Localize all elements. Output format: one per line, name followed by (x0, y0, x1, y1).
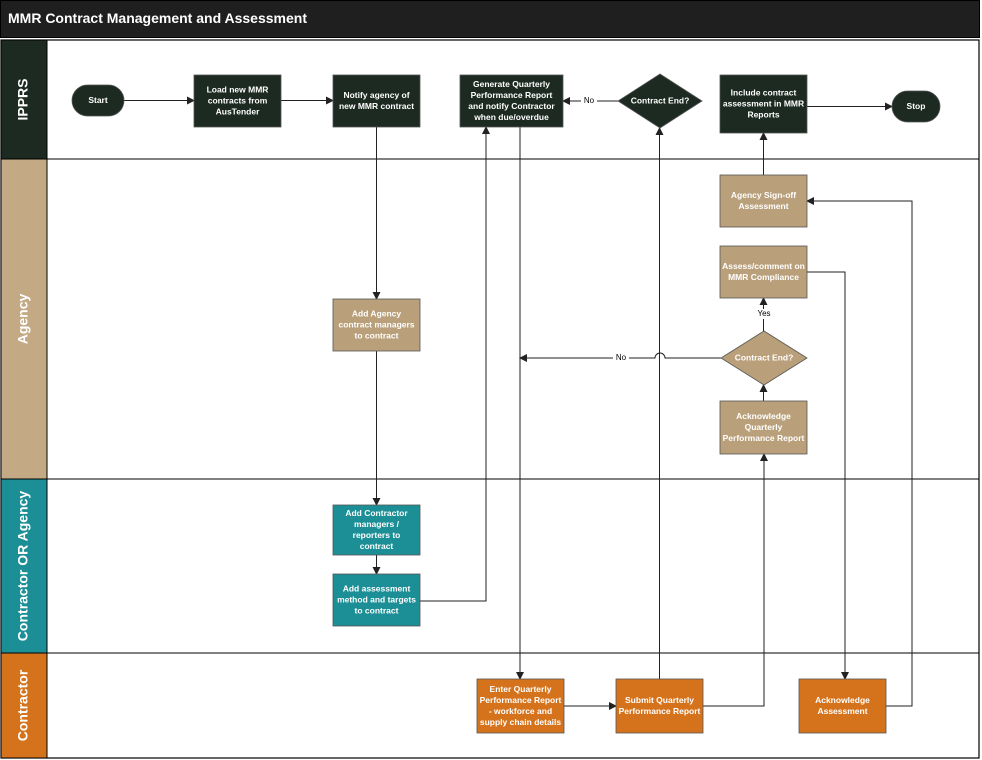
node-shape (476, 678, 565, 734)
node-label-line: Agency Sign-off (731, 190, 796, 200)
node-label-line: method and targets (337, 594, 416, 604)
node-stop[interactable]: Stop (891, 90, 941, 123)
node-shape (332, 573, 421, 627)
node-label-line: Include contract (731, 87, 797, 97)
terminal-shape (71, 84, 125, 117)
node-label-line: Assessment (817, 706, 867, 716)
node-label-line: Quarterly (745, 422, 783, 432)
node-label-line: Add Contractor (345, 508, 408, 518)
node-start[interactable]: Start (71, 84, 125, 117)
node-shape (798, 678, 887, 734)
node-shape (719, 400, 808, 455)
node-label-line: Notify agency of (343, 90, 409, 100)
node-label-line: to contract (355, 605, 399, 615)
node-label-line: Performance Report (723, 433, 805, 443)
lane-header-agency (0, 158, 48, 480)
node-label-line: assessment in MMR (723, 98, 804, 108)
node-label-line: when due/overdue (473, 112, 549, 122)
node-label-line: Performance Report (471, 90, 553, 100)
node-label-line: reporters to (353, 530, 401, 540)
node-shape (332, 298, 421, 352)
lane-header-contractor (0, 652, 48, 759)
node-contract-end-ipprs[interactable]: Contract End? (617, 73, 703, 129)
node-contract-end-agency[interactable]: Contract End? (720, 330, 808, 386)
lane-label-contractor: Contractor (15, 669, 31, 741)
pool-border (0, 39, 980, 759)
edge-label-bg (581, 96, 597, 106)
node-label-line: and notify Contractor (468, 101, 555, 111)
edge-label-no-top: No (584, 96, 595, 105)
edge-assessment-to-generate (420, 126, 490, 602)
node-label-line: Load new MMR (207, 84, 269, 94)
node-label-line: Generate Quarterly (473, 79, 550, 89)
node-label-line: contracts from (208, 95, 268, 105)
node-label-line: AusTender (216, 106, 260, 116)
edge-label-bg (756, 309, 772, 319)
lane-header-contractor_or_agency (0, 478, 48, 654)
node-label-line: Assess/comment on (722, 261, 805, 271)
node-label-line: contract managers (338, 319, 414, 329)
node-label-line: supply chain details (480, 717, 562, 727)
node-label-line: Start (88, 95, 108, 105)
node-label-line: Acknowledge (815, 695, 870, 705)
node-label-line: contract (360, 541, 394, 551)
lane-label-agency: Agency (15, 294, 31, 345)
node-label-line: managers / (354, 519, 400, 529)
lane-label-contractor_or_agency: Contractor OR Agency (15, 491, 31, 642)
lane-label-ipprs: IPPRS (15, 78, 31, 120)
node-shape (332, 74, 421, 128)
node-shape (459, 74, 564, 128)
node-label-line: Submit Quarterly (625, 695, 694, 705)
node-label-line: Performance Report (480, 695, 562, 705)
edge-label-bg (613, 353, 629, 363)
node-label-line: Contract End? (735, 352, 794, 362)
node-label-line: Enter Quarterly (490, 684, 552, 694)
node-label-line: MMR Compliance (728, 272, 799, 282)
node-label-line: Performance Report (619, 706, 701, 716)
node-shape (719, 74, 808, 134)
node-label-line: Contract End? (631, 95, 690, 105)
edge-submit-to-acknowledge-report (703, 453, 768, 707)
decision-shape (720, 330, 808, 386)
node-shape (719, 245, 808, 299)
edge-contractor-ack-to-signoff (806, 197, 913, 707)
node-label-line: new MMR contract (339, 101, 414, 111)
node-shape (193, 74, 282, 128)
edge-decision-no-to-generate-line (519, 352, 721, 362)
node-label-line: Add assessment (343, 583, 411, 593)
title-bar: MMR Contract Management and Assessment (0, 0, 980, 38)
edge-assess-to-contractor-ack (807, 271, 849, 680)
edge-label-yes: Yes (757, 309, 770, 318)
node-label-line: Add Agency (352, 308, 402, 318)
node-label-line: Acknowledge (736, 411, 791, 421)
node-shape (615, 678, 704, 734)
node-shape (332, 504, 421, 556)
node-shape (719, 174, 808, 228)
node-label-line: to contract (355, 330, 399, 340)
decision-shape (617, 73, 703, 129)
node-label-line: - workforce and (489, 706, 552, 716)
node-label-line: Stop (907, 101, 926, 111)
diagram-title: MMR Contract Management and Assessment (8, 10, 307, 26)
edge-label-no-agency: No (616, 353, 627, 362)
node-label-line: Assessment (738, 201, 788, 211)
terminal-shape (891, 90, 941, 123)
node-label-line: Reports (747, 109, 779, 119)
